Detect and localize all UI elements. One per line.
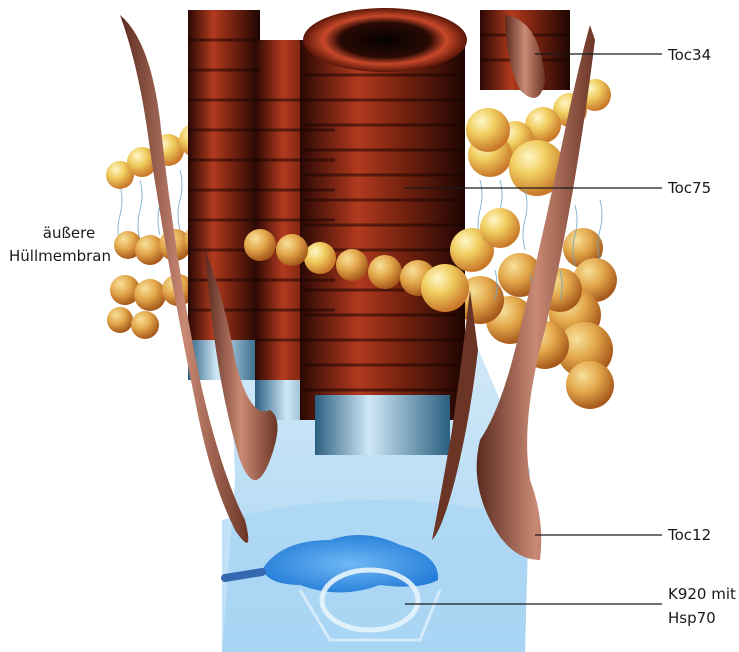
label-toc75: Toc75 (668, 178, 711, 198)
label-toc34: Toc34 (668, 45, 711, 65)
label-k920-line2: Hsp70 (668, 608, 716, 628)
label-toc12: Toc12 (668, 525, 711, 545)
label-outer-membrane-line1: äußere (30, 223, 108, 243)
label-outer-membrane-line2: Hüllmembran (9, 246, 107, 266)
label-k920-line1: K920 mit (668, 584, 736, 604)
